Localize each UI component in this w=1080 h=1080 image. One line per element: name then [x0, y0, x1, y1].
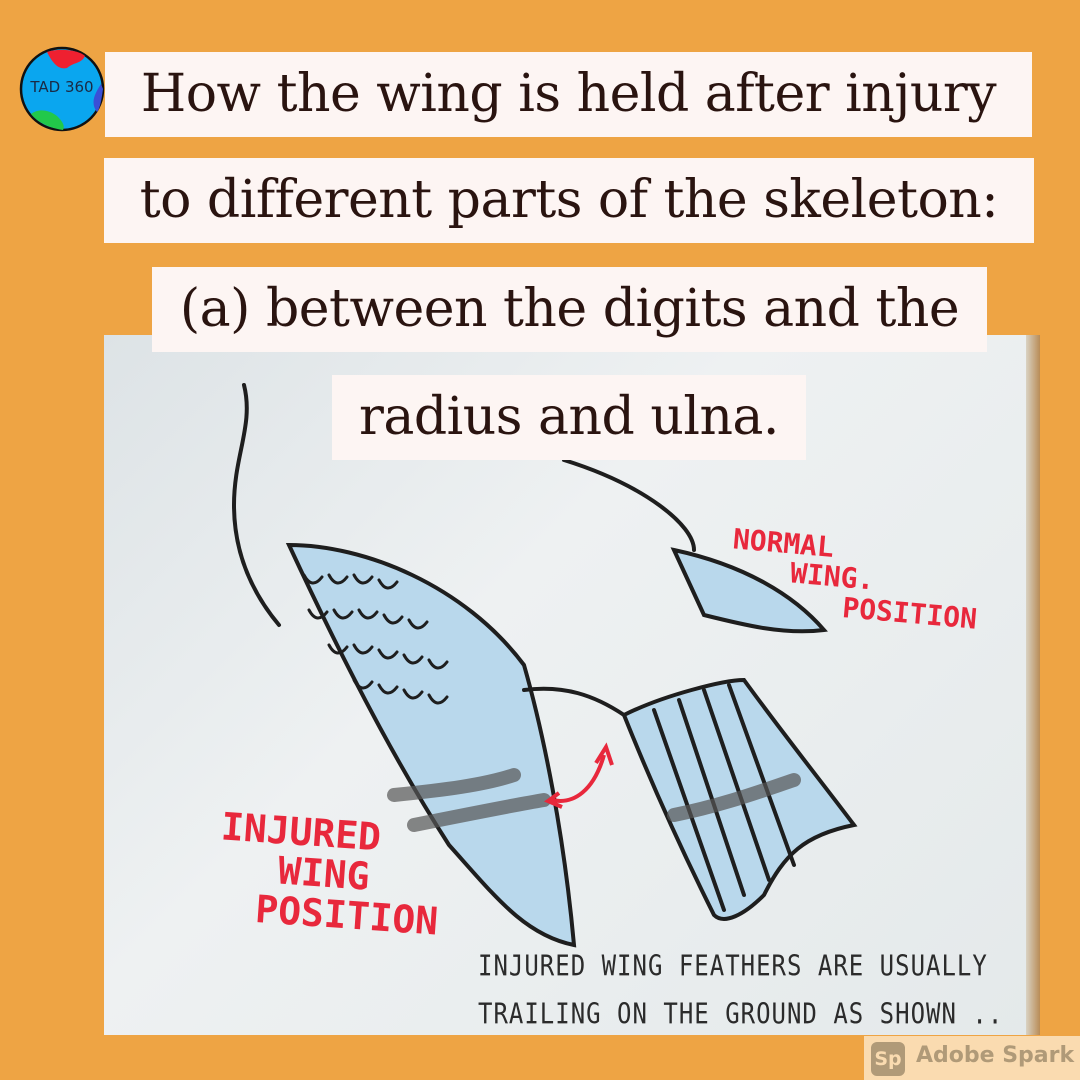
title-line-1: How the wing is held after injury — [105, 52, 1032, 137]
body-outline — [522, 686, 626, 717]
title-line-2: to different parts of the skeleton: — [104, 158, 1034, 243]
title-line-3: (a) between the digits and the — [152, 267, 987, 352]
back-outline — [562, 458, 696, 552]
title-line-4: radius and ulna. — [332, 375, 806, 460]
neck-outline — [231, 383, 281, 627]
wing-sketch — [231, 383, 858, 948]
injured-wing-label: INJURED WING POSITION — [214, 804, 445, 943]
adobe-spark-icon: Sp — [871, 1042, 905, 1076]
injured-wing — [285, 542, 577, 948]
tad360-globe-logo — [19, 46, 105, 132]
feather-scallops — [302, 573, 449, 705]
caption-line-1: INJURED WING FEATHERS ARE USUALLY — [478, 949, 988, 983]
adobe-spark-text: Adobe Spark — [916, 1043, 1075, 1068]
caption-line-2: TRAILING ON THE GROUND AS SHOWN .. — [478, 997, 1004, 1031]
movement-arrow — [551, 754, 606, 803]
adobe-spark-watermark: Sp Adobe Spark — [864, 1036, 1080, 1080]
logo-text: TAD 360 — [30, 78, 94, 96]
arrow-head-up — [594, 742, 614, 766]
normal-wing-tip — [670, 547, 828, 634]
arrow-head-down — [543, 791, 563, 809]
paper-edge — [1026, 335, 1040, 1035]
